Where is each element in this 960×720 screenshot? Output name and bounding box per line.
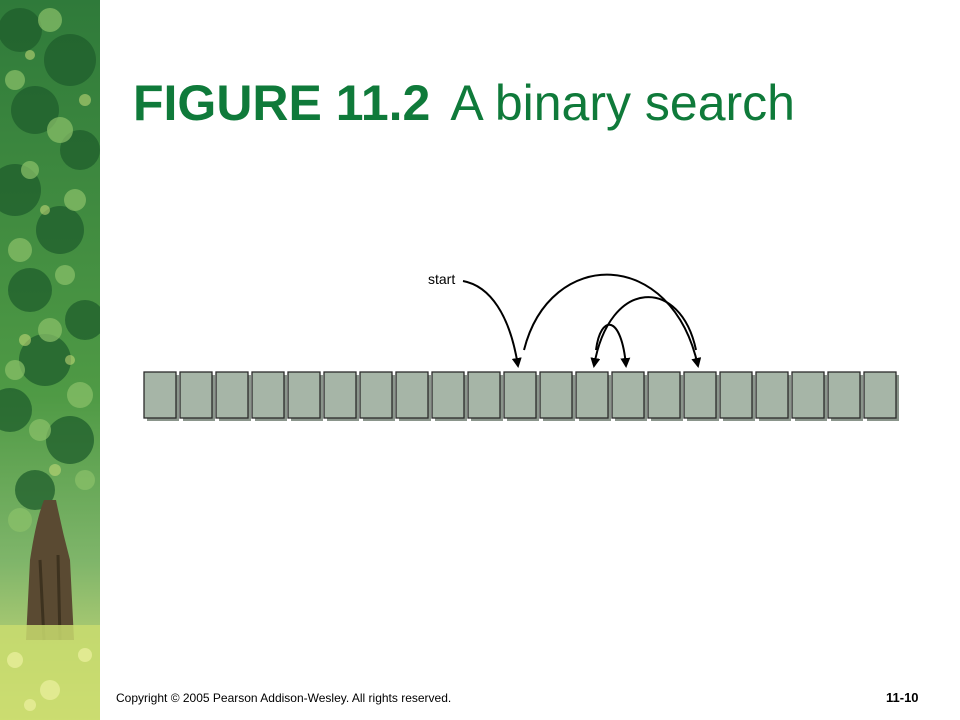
figure-caption: A binary search bbox=[450, 75, 795, 131]
array-cell bbox=[323, 371, 357, 419]
array-cell bbox=[755, 371, 789, 419]
slide-title: FIGURE 11.2 A binary search bbox=[133, 72, 795, 134]
array-cell bbox=[575, 371, 609, 419]
array-cell bbox=[251, 371, 285, 419]
array-cell bbox=[215, 371, 249, 419]
search-step-arrow bbox=[523, 273, 702, 368]
tree-background-image bbox=[0, 0, 100, 720]
array-cell bbox=[359, 371, 393, 419]
array-cell bbox=[647, 371, 681, 419]
array-cell bbox=[503, 371, 537, 419]
array-cell bbox=[611, 371, 645, 419]
array-cell bbox=[467, 371, 501, 419]
array-cell bbox=[827, 371, 861, 419]
array-cell bbox=[791, 371, 825, 419]
array-cell bbox=[431, 371, 465, 419]
array-cell bbox=[539, 371, 573, 419]
array-cell bbox=[143, 371, 177, 419]
array-cell bbox=[179, 371, 213, 419]
start-arrow bbox=[462, 280, 522, 368]
start-label: start bbox=[428, 271, 455, 287]
figure-number: FIGURE 11.2 bbox=[133, 75, 431, 131]
array-cell bbox=[683, 371, 717, 419]
search-arrows bbox=[462, 273, 702, 368]
array-cell bbox=[395, 371, 429, 419]
array-cell bbox=[719, 371, 753, 419]
array-cell bbox=[863, 371, 897, 419]
copyright-notice: Copyright © 2005 Pearson Addison-Wesley.… bbox=[116, 691, 452, 705]
search-step-arrow bbox=[595, 323, 631, 368]
search-step-arrow bbox=[590, 296, 697, 368]
array-cell bbox=[287, 371, 321, 419]
page-number: 11-10 bbox=[886, 690, 919, 705]
array-cells bbox=[143, 371, 899, 421]
